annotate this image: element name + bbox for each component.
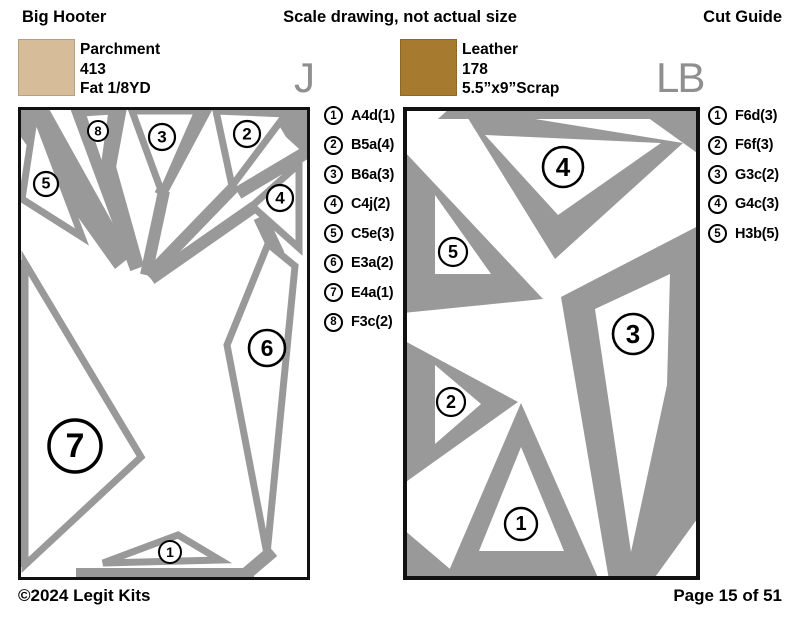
svg-text:4: 4 xyxy=(556,152,571,182)
fabric-info-lb: Leather 178 5.5”x9”Scrap xyxy=(462,40,559,99)
guide-title: Cut Guide xyxy=(703,8,782,26)
legend-piece-label: F3c(2) xyxy=(351,314,393,330)
legend-piece-label: E4a(1) xyxy=(351,284,394,301)
legend-item: 8 F3c(2) xyxy=(324,312,395,332)
legend-item: 1 A4d(1) xyxy=(324,106,395,125)
diagram-border-lb xyxy=(403,107,700,580)
legend-number-badge: 3 xyxy=(708,165,727,184)
piece-number-labels-lb: 4 5 3 2 1 xyxy=(435,145,655,542)
svg-text:2: 2 xyxy=(446,392,456,412)
legend-item: 3 B6a(3) xyxy=(324,165,395,184)
legend-item: 3 G3c(2) xyxy=(708,165,779,184)
fabric-name: Parchment xyxy=(80,41,161,58)
diagram-border-j xyxy=(18,107,310,580)
legend-number-badge: 7 xyxy=(324,283,343,302)
svg-text:3: 3 xyxy=(626,319,640,349)
legend-number-badge: 5 xyxy=(708,224,727,243)
legend-piece-label: A4d(1) xyxy=(351,107,395,124)
legend-number-badge: 4 xyxy=(708,194,727,214)
legend-item: 6 E3a(2) xyxy=(324,253,395,273)
svg-text:3: 3 xyxy=(157,128,166,147)
fabric-number: 413 xyxy=(80,60,106,78)
piece-1-shape xyxy=(479,447,564,551)
block-letter-lb: LB xyxy=(656,54,705,101)
legend-number-badge: 2 xyxy=(324,135,343,155)
legend-j: 1 A4d(1) 2 B5a(4) 3 B6a(3) 4 C4j(2) 5 C5… xyxy=(324,106,395,342)
fabric-name: Leather xyxy=(462,41,518,58)
legend-number-badge: 5 xyxy=(324,224,343,243)
top-left-white-wedge xyxy=(403,107,451,151)
fabric-cut: Fat 1/8YD xyxy=(80,80,151,97)
legend-item: 1 F6d(3) xyxy=(708,106,779,125)
cut-diagram-lb: 4 5 3 2 1 xyxy=(403,107,700,580)
legend-item: 5 C5e(3) xyxy=(324,224,395,243)
fabric-info-j: Parchment 413 Fat 1/8YD xyxy=(80,40,160,99)
legend-piece-label: H3b(5) xyxy=(735,225,779,242)
legend-piece-label: F6f(3) xyxy=(735,137,774,153)
legend-piece-label: B5a(4) xyxy=(351,137,395,153)
piece-2-outline xyxy=(211,107,293,195)
legend-item: 5 H3b(5) xyxy=(708,224,779,243)
legend-number-badge: 1 xyxy=(324,106,343,125)
legend-piece-label: C4j(2) xyxy=(351,196,391,212)
legend-piece-label: E3a(2) xyxy=(351,255,394,271)
copyright: ©2024 Legit Kits xyxy=(18,586,151,605)
legend-number-badge: 8 xyxy=(324,312,343,332)
legend-piece-label: F6d(3) xyxy=(735,107,778,124)
legend-number-badge: 3 xyxy=(324,165,343,184)
piece-7-outline xyxy=(21,250,146,574)
legend-piece-label: B6a(3) xyxy=(351,166,395,183)
legend-item: 7 E4a(1) xyxy=(324,283,395,302)
legend-item: 2 B5a(4) xyxy=(324,135,395,155)
svg-text:8: 8 xyxy=(94,124,101,139)
piece-number-labels-j: 8 3 2 5 4 6 7 1 xyxy=(32,119,295,564)
legend-item: 2 F6f(3) xyxy=(708,135,779,155)
page-number: Page 15 of 51 xyxy=(673,586,782,605)
svg-text:4: 4 xyxy=(275,189,285,208)
svg-text:7: 7 xyxy=(66,427,85,465)
leather-swatch xyxy=(400,39,457,96)
svg-text:1: 1 xyxy=(515,513,526,535)
legend-piece-label: G3c(2) xyxy=(735,166,779,183)
legend-lb: 1 F6d(3) 2 F6f(3) 3 G3c(2) 4 G4c(3) 5 H3… xyxy=(708,106,779,254)
legend-number-badge: 2 xyxy=(708,135,727,155)
svg-text:5: 5 xyxy=(42,176,51,193)
legend-piece-label: G4c(3) xyxy=(735,196,779,212)
cut-diagram-j: 8 3 2 5 4 6 7 1 xyxy=(18,107,310,580)
legend-item: 4 G4c(3) xyxy=(708,194,779,214)
parchment-swatch xyxy=(18,39,75,96)
block-letter-j: J xyxy=(294,54,315,101)
svg-text:1: 1 xyxy=(166,544,174,560)
legend-item: 4 C4j(2) xyxy=(324,194,395,214)
piece-6-outline xyxy=(223,238,299,555)
legend-piece-label: C5e(3) xyxy=(351,225,395,242)
legend-number-badge: 4 xyxy=(324,194,343,214)
piece-3-outline xyxy=(126,107,204,203)
page-title: Big Hooter xyxy=(22,8,107,26)
scale-note: Scale drawing, not actual size xyxy=(283,8,517,26)
fabric-number: 178 xyxy=(462,60,488,78)
svg-text:5: 5 xyxy=(448,242,458,262)
svg-text:6: 6 xyxy=(261,335,274,361)
legend-number-badge: 1 xyxy=(708,106,727,125)
svg-text:2: 2 xyxy=(242,125,251,144)
fabric-cut: 5.5”x9”Scrap xyxy=(462,80,560,97)
legend-number-badge: 6 xyxy=(324,253,343,273)
